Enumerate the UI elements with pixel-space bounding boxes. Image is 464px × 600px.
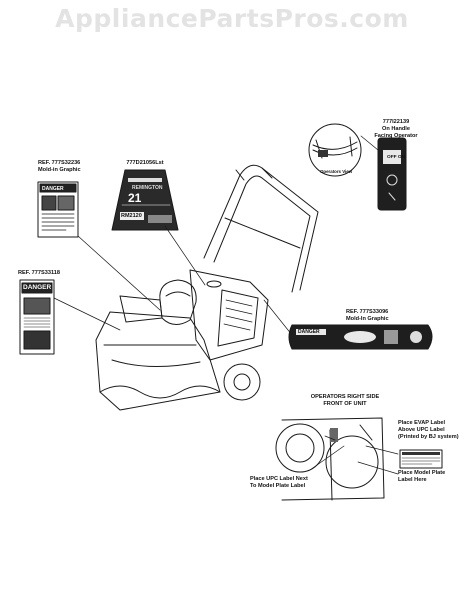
- mold-graphic-1-label: REF. 777S32236 Mold-in Graphic: [38, 160, 81, 173]
- center-decal-label: 777D21056Lst: [126, 160, 164, 166]
- mold-graphic-2-label: REF. 777S33096 Mold-In Graphic: [346, 309, 389, 322]
- panel-danger-word: DANGER: [298, 329, 320, 335]
- handle-label-ref: 777I22139 On Handle Facing Operator: [374, 119, 418, 139]
- evap-label-note: Place EVAP Label Above UPC Label (Printe…: [398, 420, 459, 440]
- model-plate-sample: [399, 449, 443, 469]
- danger-decal: [19, 279, 55, 355]
- off-on-text: OFF ON: [387, 155, 406, 160]
- watermark: AppliancePartsPros.com: [55, 4, 409, 33]
- snowblower-body: [95, 164, 319, 411]
- center-model-decal: [111, 169, 179, 231]
- brand-text: REMINGTON: [132, 185, 163, 191]
- danger-decal-word: DANGER: [23, 284, 52, 291]
- upc-label-note: Place UPC Label Next To Model Plate Labe…: [250, 476, 308, 489]
- mold-graphic-danger-word: DANGER: [42, 186, 64, 192]
- handle-detail-circle: [308, 123, 362, 177]
- operators-view-label: Operators View: [320, 169, 353, 174]
- danger-panel-decal: [288, 324, 433, 350]
- model-badge-text: RM2120: [121, 213, 142, 219]
- front-of-unit-detail: [275, 417, 399, 501]
- leader-lines: [53, 135, 379, 336]
- model-plate-note: Place Model Plate Label Here: [398, 470, 446, 483]
- operators-side-label: OPERATORS RIGHT SIDE FRONT OF UNIT: [310, 394, 380, 407]
- off-on-handle-label: [377, 137, 407, 211]
- size-text: 21: [128, 191, 142, 205]
- danger-decal-label: REF. 777S33118: [18, 270, 60, 276]
- mold-graphic-decal: [37, 181, 79, 238]
